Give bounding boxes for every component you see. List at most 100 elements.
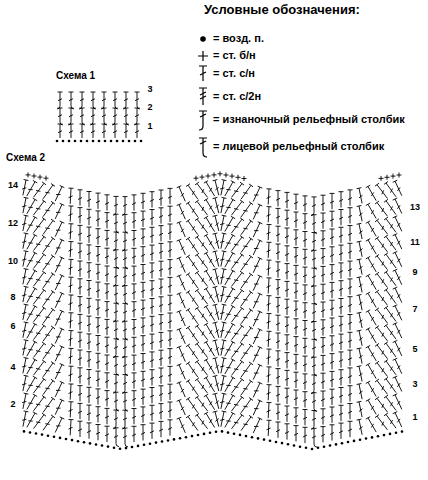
chain-dot bbox=[287, 443, 290, 446]
chain-dot bbox=[107, 445, 110, 448]
chain-dot bbox=[80, 140, 83, 143]
legend-text: = возд. п. bbox=[213, 32, 264, 44]
chain-dot bbox=[62, 140, 65, 143]
row-number: 3 bbox=[146, 85, 153, 95]
chain-dot bbox=[128, 140, 131, 143]
chain-dot bbox=[23, 430, 26, 433]
chain-dot bbox=[155, 441, 158, 444]
chain-dot bbox=[101, 444, 104, 447]
stitch-symbols bbox=[22, 92, 402, 447]
chain-dot bbox=[56, 140, 59, 143]
row-number: 2 bbox=[146, 103, 153, 113]
scheme-title: Схема 2 bbox=[6, 152, 45, 163]
chain-dot bbox=[116, 140, 119, 143]
chain-dot bbox=[185, 436, 188, 439]
legend-symbol-group bbox=[198, 37, 208, 157]
chain-dot bbox=[401, 430, 404, 433]
chain-dot bbox=[122, 140, 125, 143]
row-number: 3 bbox=[411, 380, 418, 390]
chain-dot bbox=[149, 442, 152, 445]
chain-dot bbox=[353, 440, 356, 443]
row-number: 10 bbox=[7, 257, 19, 267]
row-number: 5 bbox=[411, 345, 418, 355]
chain-dot bbox=[173, 438, 176, 441]
chain-dot bbox=[65, 438, 68, 441]
row-number: 4 bbox=[9, 363, 16, 373]
chain-dot bbox=[317, 447, 320, 450]
chain-dot bbox=[341, 442, 344, 445]
chain-dot bbox=[227, 431, 230, 434]
legend-heading: Условные обозначения: bbox=[204, 3, 360, 17]
chain-dot bbox=[77, 440, 80, 443]
chain-dot bbox=[179, 437, 182, 440]
chain-dot bbox=[161, 440, 164, 443]
row-number: 9 bbox=[411, 268, 418, 278]
chain-dot bbox=[47, 434, 50, 437]
chain-dot bbox=[395, 431, 398, 434]
row-number: 2 bbox=[9, 400, 16, 410]
row-number: 1 bbox=[146, 122, 153, 132]
chain-dot bbox=[233, 432, 236, 435]
chain-dot bbox=[95, 443, 98, 446]
chain-dot bbox=[305, 447, 308, 450]
chain-dot bbox=[347, 441, 350, 444]
chain-dot bbox=[389, 433, 392, 436]
chain-dot bbox=[137, 445, 140, 448]
chain-dot bbox=[275, 441, 278, 444]
chain-dot bbox=[104, 140, 107, 143]
chain-dot bbox=[215, 430, 218, 433]
chain-dot bbox=[134, 140, 137, 143]
chain-dot bbox=[299, 445, 302, 448]
tr-symbol bbox=[199, 88, 207, 105]
chain-dot bbox=[377, 435, 380, 438]
row-number: 6 bbox=[9, 322, 16, 332]
chain-dot bbox=[221, 430, 224, 433]
chain-dot bbox=[41, 433, 44, 436]
chain-dot bbox=[74, 140, 77, 143]
row-number: 12 bbox=[7, 219, 19, 229]
chain-dot bbox=[209, 432, 212, 435]
chain-symbol bbox=[201, 37, 205, 41]
row-number: 7 bbox=[411, 305, 418, 315]
chain-dot bbox=[311, 448, 314, 451]
chain-dot bbox=[335, 443, 338, 446]
chain-dot bbox=[68, 140, 71, 143]
chain-dot bbox=[35, 432, 38, 435]
chain-dot bbox=[203, 433, 206, 436]
chain-dot bbox=[71, 439, 74, 442]
chain-dot bbox=[29, 431, 32, 434]
chain-dot bbox=[293, 444, 296, 447]
chain-dot bbox=[143, 444, 146, 447]
chain-dot bbox=[191, 435, 194, 438]
front-post-symbol bbox=[199, 138, 207, 157]
chain-dot bbox=[323, 445, 326, 448]
sc-symbols bbox=[26, 171, 402, 181]
chain-dot bbox=[329, 444, 332, 447]
chain-dot bbox=[59, 437, 62, 440]
legend-text: = лицевой рельефный столбик bbox=[213, 140, 384, 152]
legend-text: = ст. с/н bbox=[213, 67, 255, 79]
chain-dot bbox=[383, 434, 386, 437]
legend-text: = ст. б/н bbox=[213, 49, 256, 61]
scheme-title: Схема 1 bbox=[56, 70, 95, 81]
row-number: 14 bbox=[7, 181, 19, 191]
chain-dot bbox=[365, 437, 368, 440]
chain-dot bbox=[245, 435, 248, 438]
chain-dot bbox=[140, 140, 143, 143]
chain-dot bbox=[269, 440, 272, 443]
chain-dot bbox=[239, 434, 242, 437]
chain-dot bbox=[113, 446, 116, 449]
chain-dot bbox=[98, 140, 101, 143]
back-post-symbol bbox=[199, 111, 207, 130]
chain-dot bbox=[110, 140, 113, 143]
chain-dot bbox=[257, 437, 260, 440]
chain-dot bbox=[131, 446, 134, 449]
chain-dot bbox=[263, 438, 266, 441]
chain-dot bbox=[86, 140, 89, 143]
row-number: 1 bbox=[411, 413, 418, 423]
row-number: 11 bbox=[409, 238, 421, 248]
sc-symbol bbox=[198, 51, 208, 61]
chain-dot bbox=[251, 436, 254, 439]
chain-dot bbox=[92, 140, 95, 143]
chain-dot bbox=[167, 439, 170, 442]
